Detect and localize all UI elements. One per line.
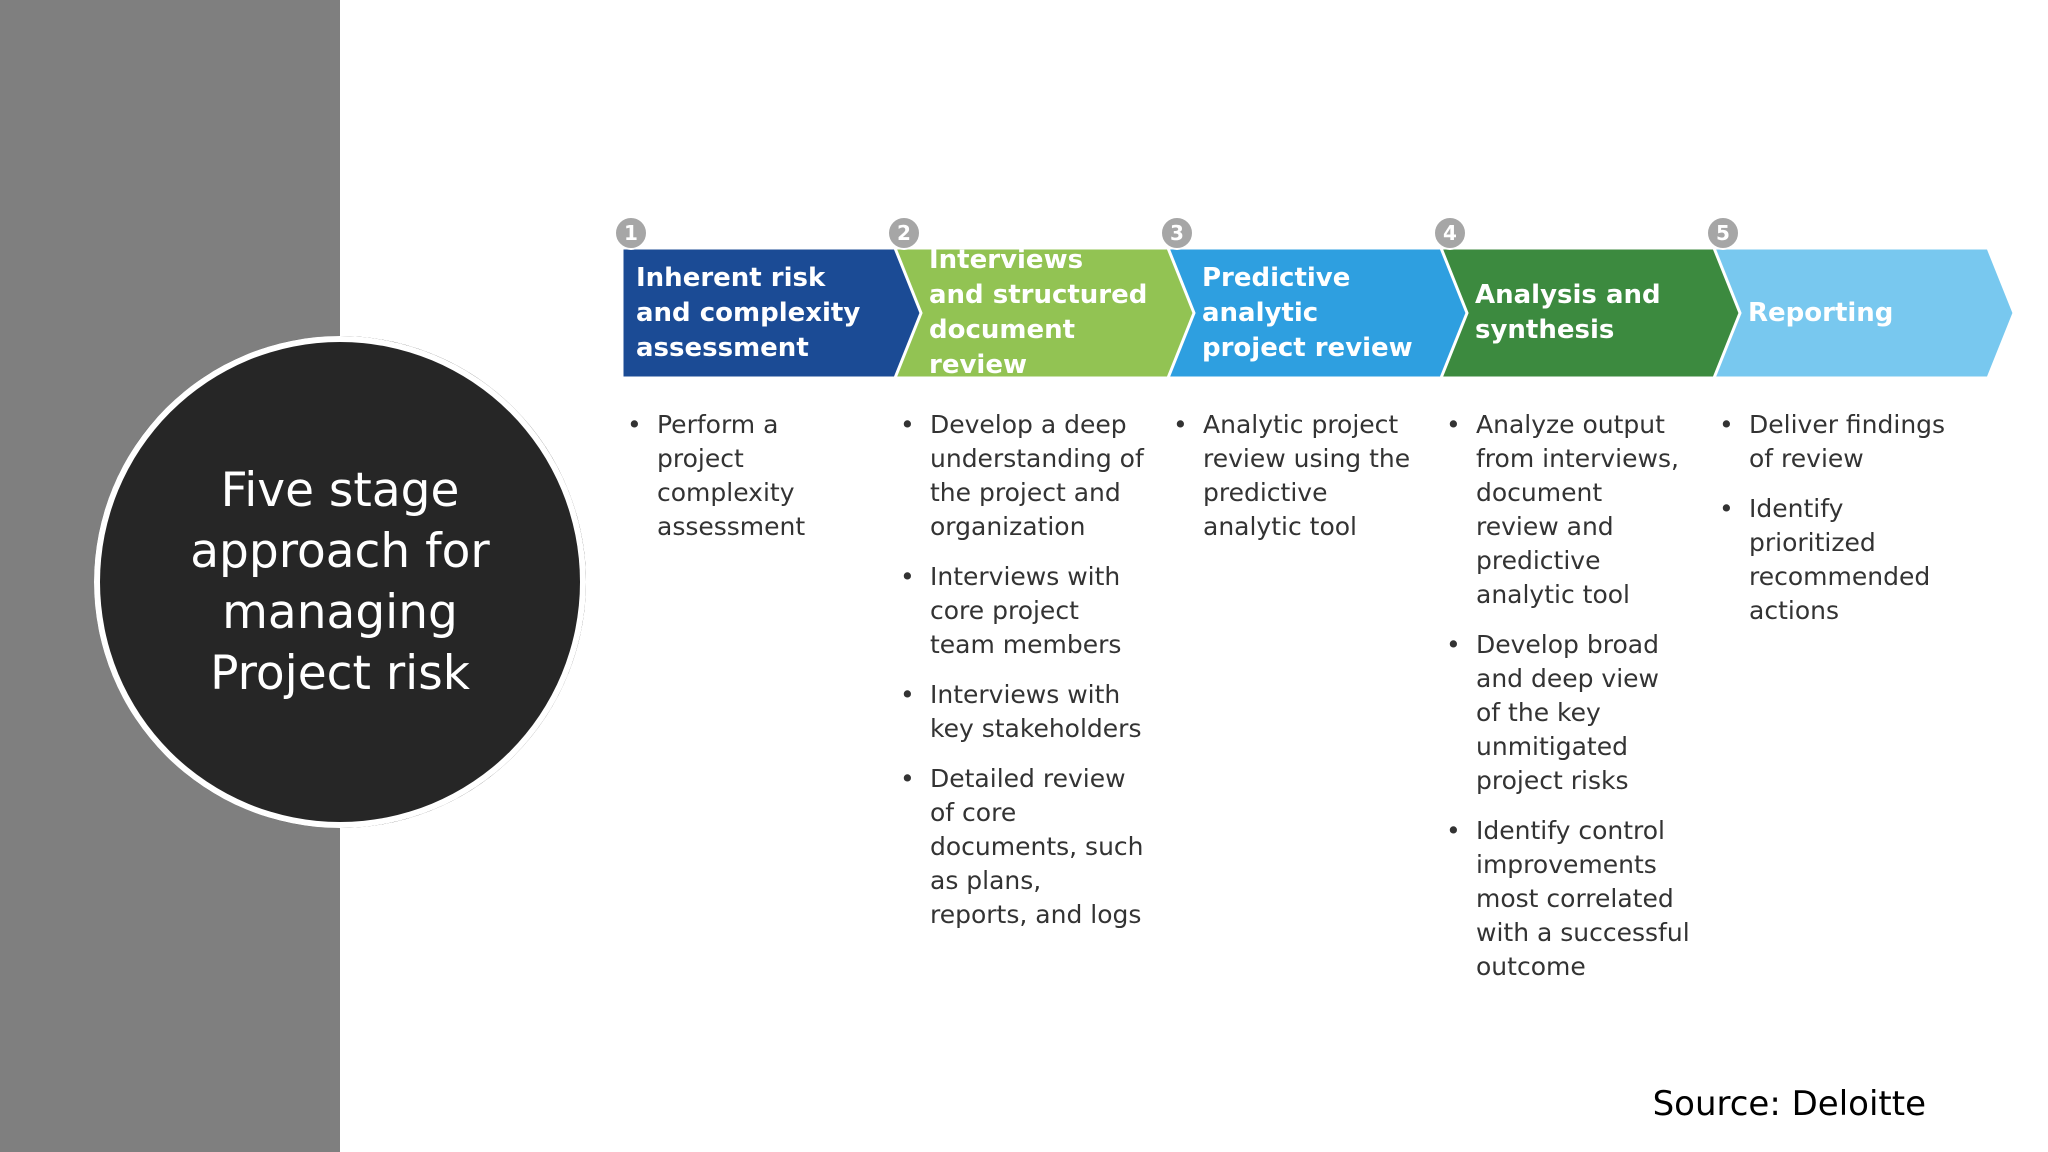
list-item: •Identify control improvements most corr… bbox=[1446, 816, 1690, 981]
bullet-text: Perform a project complexity assessment bbox=[657, 410, 806, 541]
bullet-text: Detailed review of core documents, such … bbox=[930, 764, 1144, 929]
bullet-text: Develop broad and deep view of the key u… bbox=[1476, 630, 1659, 795]
step-number-3: 3 bbox=[1160, 216, 1194, 250]
bullet-text: Deliver findings of review bbox=[1749, 410, 1946, 473]
list-item: •Analyze output from interviews, documen… bbox=[1446, 410, 1679, 609]
slide-title: Five stage approach for managing Project… bbox=[190, 463, 490, 701]
bullet-text: Interviews with core project team member… bbox=[930, 562, 1122, 659]
step-number-5: 5 bbox=[1706, 216, 1740, 250]
step-number-1: 1 bbox=[614, 216, 648, 250]
bullet-text: Analyze output from interviews, document… bbox=[1476, 410, 1679, 609]
step-label-1: Inherent risk and complexity assessment bbox=[636, 262, 861, 363]
step-5-details: •Deliver findings of review •Identify pr… bbox=[1714, 408, 1964, 644]
bullet-text: Analytic project review using the predic… bbox=[1203, 410, 1411, 541]
list-item: •Detailed review of core documents, such… bbox=[900, 764, 1144, 929]
bullet-text: Develop a deep understanding of the proj… bbox=[930, 410, 1144, 541]
list-item: •Perform a project complexity assessment bbox=[627, 410, 806, 541]
list-item: •Analytic project review using the predi… bbox=[1173, 410, 1411, 541]
step-2-details: •Develop a deep understanding of the pro… bbox=[895, 408, 1145, 948]
list-item: •Deliver findings of review bbox=[1719, 410, 1946, 473]
list-item: •Develop broad and deep view of the key … bbox=[1446, 630, 1659, 795]
step-4-details: •Analyze output from interviews, documen… bbox=[1441, 408, 1691, 1000]
list-item: •Identify prioritized recommended action… bbox=[1719, 494, 1931, 625]
chevron-step-5 bbox=[1711, 246, 2016, 380]
step-1-details: •Perform a project complexity assessment bbox=[622, 408, 872, 560]
step-3-details: •Analytic project review using the predi… bbox=[1168, 408, 1418, 560]
list-item: •Interviews with key stakeholders bbox=[900, 680, 1142, 743]
step-label-5: Reporting bbox=[1748, 297, 1894, 328]
list-item: •Develop a deep understanding of the pro… bbox=[900, 410, 1144, 541]
chevron-arrows bbox=[620, 246, 2016, 380]
bullet-text: Identify control improvements most corre… bbox=[1476, 816, 1690, 981]
step-number-4: 4 bbox=[1433, 216, 1467, 250]
bullet-text: Interviews with key stakeholders bbox=[930, 680, 1142, 743]
source-citation: Source: Deloitte bbox=[1652, 1084, 1926, 1124]
step-label-2: Interviews and structured document revie… bbox=[929, 245, 1148, 380]
list-item: •Interviews with core project team membe… bbox=[900, 562, 1122, 659]
step-label-3: Predictive analytic project review bbox=[1202, 262, 1413, 363]
step-number-2: 2 bbox=[887, 216, 921, 250]
title-circle: Five stage approach for managing Project… bbox=[100, 342, 580, 822]
bullet-text: Identify prioritized recommended actions bbox=[1749, 494, 1931, 625]
process-steps: 1 2 3 4 5 Inherent risk and complexity a… bbox=[614, 216, 2016, 386]
circle-ring bbox=[94, 336, 586, 828]
step-label-4: Analysis and synthesis bbox=[1475, 280, 1661, 345]
